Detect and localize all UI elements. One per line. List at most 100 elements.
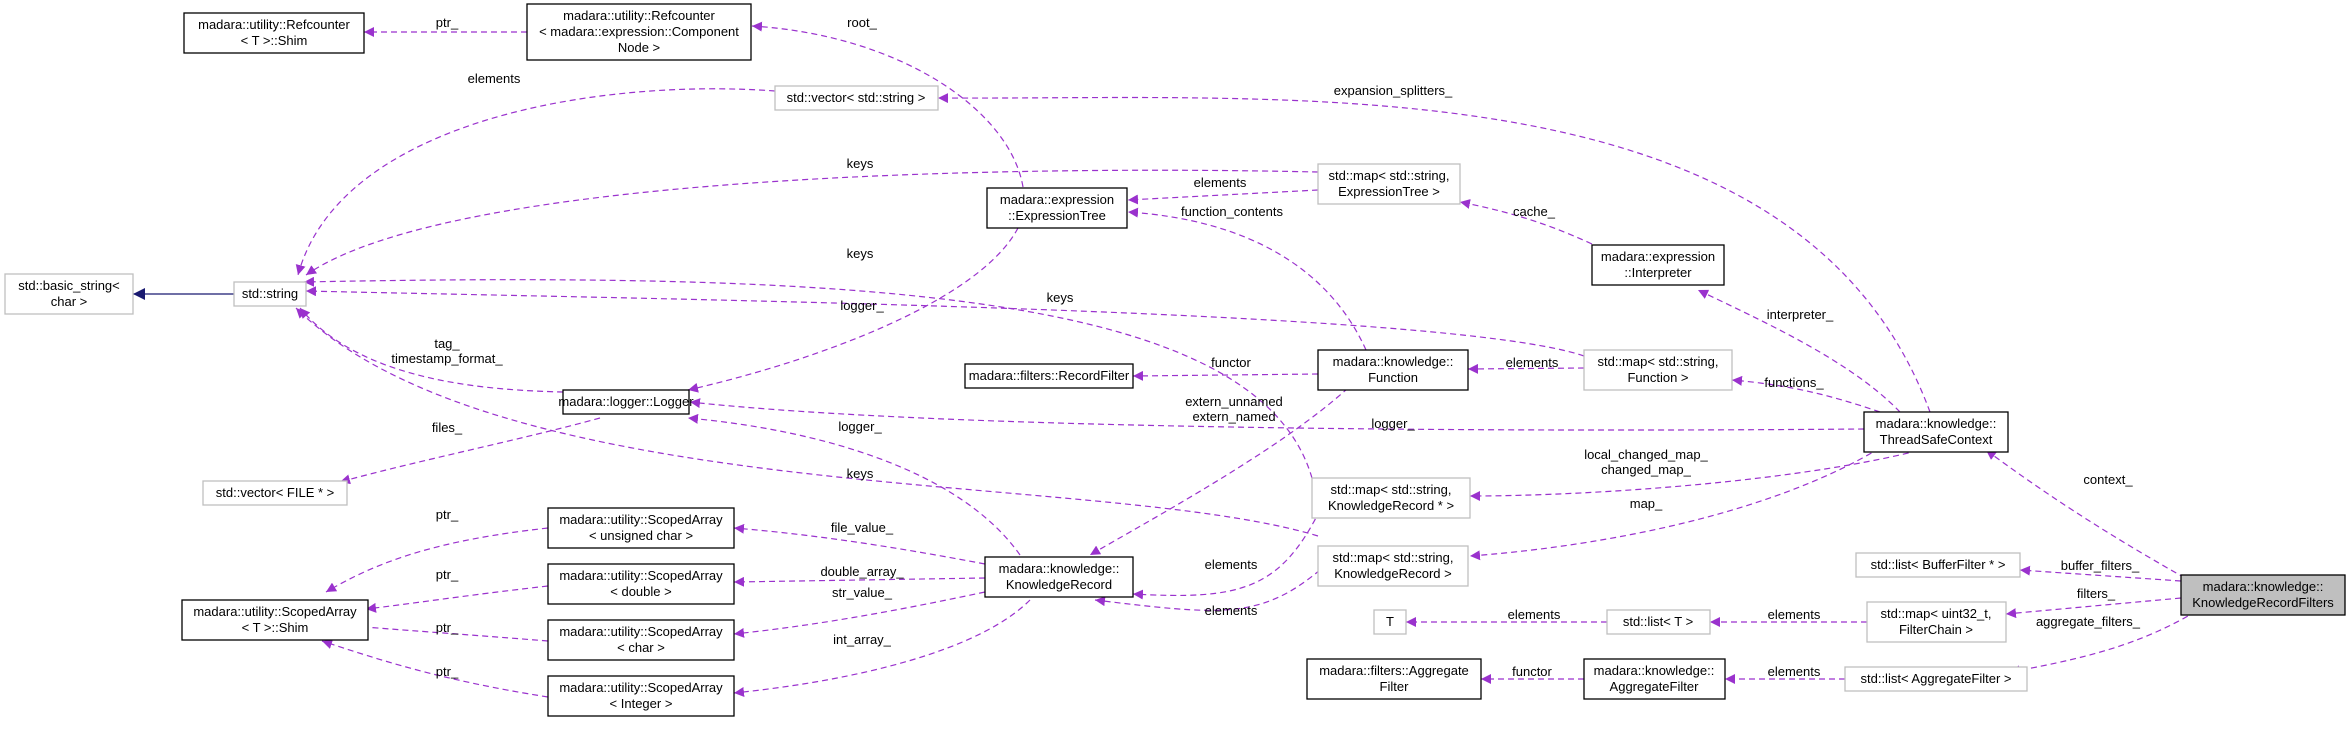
node-aggregate-filter-filters[interactable]: madara::filters::Aggregate Filter [1306,658,1482,700]
edge-elements-map-tree [1127,189,1319,205]
svg-text:std::map< std::string,: std::map< std::string, [1597,354,1718,369]
label-elements-vector: elements [468,71,521,86]
edge-logger-tree [687,227,1019,393]
svg-text:madara::utility::Refcounter: madara::utility::Refcounter [563,8,715,23]
label-extern-unnamed: extern_unnamed [1185,394,1283,409]
svg-text:::Interpreter: ::Interpreter [1624,265,1692,280]
node-vector-file[interactable]: std::vector< FILE * > [202,480,348,506]
node-record-filter[interactable]: madara::filters::RecordFilter [964,363,1134,389]
edge-double-array [733,576,986,587]
node-list-buffer-filter[interactable]: std::list< BufferFilter * > [1855,552,2021,578]
edge-interpreter [1697,289,1901,413]
edge-buffer-filters [2019,565,2182,582]
edge-str-value [733,591,986,638]
label-int-array: int_array_ [833,632,892,647]
node-map-filter-chain[interactable]: std::map< uint32_t, FilterChain > [1866,601,2007,643]
svg-text:char >: char > [51,294,88,309]
node-scoped-integer[interactable]: madara::utility::ScopedArray < Integer > [547,675,735,717]
node-aggregate-filter-knowledge[interactable]: madara::knowledge:: AggregateFilter [1583,658,1726,700]
label-elements-map-record: elements [1205,603,1258,618]
node-refcounter-component[interactable]: madara::utility::Refcounter < madara::ex… [526,3,752,61]
svg-text:std::list< T >: std::list< T > [1623,614,1693,629]
node-map-record-ptr[interactable]: std::map< std::string, KnowledgeRecord *… [1311,477,1471,519]
edge-context [1985,449,2186,579]
edge-function-contents [1127,207,1367,351]
node-vector-string[interactable]: std::vector< std::string > [774,85,939,111]
edge-keys-map-tree [305,169,1319,276]
label-ptr-integer: ptr_ [436,664,459,679]
node-map-record[interactable]: std::map< std::string, KnowledgeRecord > [1317,545,1469,587]
node-thread-safe-context[interactable]: madara::knowledge:: ThreadSafeContext [1863,411,2009,453]
node-list-aggregate-filter[interactable]: std::list< AggregateFilter > [1844,666,2028,692]
edges [133,21,2206,698]
label-keys-map-tree: keys [847,156,874,171]
node-scoped-char[interactable]: madara::utility::ScopedArray < char > [547,619,735,661]
svg-text:madara::utility::ScopedArray: madara::utility::ScopedArray [559,568,723,583]
svg-text:madara::utility::ScopedArray: madara::utility::ScopedArray [559,680,723,695]
label-changed-map: changed_map_ [1601,462,1691,477]
edge-labels: ptr_ root_ elements expansion_splitters_… [391,15,2140,679]
svg-text:KnowledgeRecord: KnowledgeRecord [1006,577,1112,592]
label-ptr-refcounter: ptr_ [436,15,459,30]
edge-int-array [733,599,1031,697]
label-function-contents: function_contents [1181,204,1283,219]
node-scoped-shim[interactable]: madara::utility::ScopedArray < T >::Shim [181,599,369,641]
svg-text:KnowledgeRecord * >: KnowledgeRecord * > [1328,498,1454,513]
svg-text:ThreadSafeContext: ThreadSafeContext [1880,432,1993,447]
node-knowledge-record-filters[interactable]: madara::knowledge:: KnowledgeRecordFilte… [2180,574,2346,616]
svg-text:< madara::expression::Componen: < madara::expression::Component [539,24,739,39]
label-double-array: double_array_ [820,564,904,579]
node-t-param[interactable]: T [1373,609,1407,635]
label-ptr-unsigned: ptr_ [436,507,459,522]
svg-text:< T >::Shim: < T >::Shim [241,33,308,48]
svg-text:T: T [1386,614,1394,629]
label-keys-record-ptr: keys [847,246,874,261]
node-map-expression-tree[interactable]: std::map< std::string, ExpressionTree > [1317,163,1461,205]
edge-keys-map-record [295,307,1319,537]
edge-files [339,417,601,485]
edge-elements-map-record [1094,569,1321,611]
edge-map [1469,447,1881,561]
label-root: root_ [847,15,877,30]
svg-text:KnowledgeRecordFilters: KnowledgeRecordFilters [2192,595,2334,610]
svg-text:std::map< uint32_t,: std::map< uint32_t, [1881,606,1992,621]
edge-aggregate-filters [2009,605,2206,676]
svg-text:::ExpressionTree: ::ExpressionTree [1008,208,1106,223]
label-keys-map-function: keys [1047,290,1074,305]
node-std-string[interactable]: std::string [233,281,307,307]
node-map-function[interactable]: std::map< std::string, Function > [1583,349,1733,391]
svg-text:std::map< std::string,: std::map< std::string, [1332,550,1453,565]
svg-text:madara::logger::Logger: madara::logger::Logger [558,394,694,409]
node-expression-tree[interactable]: madara::expression ::ExpressionTree [986,187,1128,229]
svg-text:madara::expression: madara::expression [1000,192,1114,207]
svg-text:AggregateFilter: AggregateFilter [1610,679,1700,694]
node-list-t[interactable]: std::list< T > [1606,609,1711,635]
label-elements-list-aggregate: elements [1768,664,1821,679]
label-elements-filter-chain: elements [1768,607,1821,622]
svg-text:< unsigned char >: < unsigned char > [589,528,693,543]
node-logger[interactable]: madara::logger::Logger [558,389,694,415]
label-filters: filters_ [2077,586,2116,601]
edge-keys-record-ptr [303,276,1313,479]
edge-elements-record-ptr [1132,509,1321,600]
edge-tag-timestamp [299,307,564,393]
node-refcounter-shim[interactable]: madara::utility::Refcounter < T >::Shim [183,12,365,54]
label-expansion-splitters: expansion_splitters_ [1334,83,1453,98]
node-scoped-unsigned-char[interactable]: madara::utility::ScopedArray < unsigned … [547,507,735,549]
label-files: files_ [432,420,463,435]
svg-text:std::vector< FILE * >: std::vector< FILE * > [216,485,335,500]
label-functor-record: functor [1211,355,1251,370]
svg-text:std::list< AggregateFilter >: std::list< AggregateFilter > [1860,671,2011,686]
edge-logger-context [689,398,1865,431]
svg-text:madara::filters::RecordFilter: madara::filters::RecordFilter [969,368,1130,383]
node-scoped-double[interactable]: madara::utility::ScopedArray < double > [547,563,735,605]
node-interpreter[interactable]: madara::expression ::Interpreter [1591,244,1725,286]
label-timestamp-format: timestamp_format_ [391,351,503,366]
edge-root [751,21,1024,188]
node-basic-string[interactable]: std::basic_string< char > [4,273,134,315]
node-knowledge-record[interactable]: madara::knowledge:: KnowledgeRecord [984,556,1134,598]
svg-text:ExpressionTree >: ExpressionTree > [1338,184,1440,199]
svg-text:madara::expression: madara::expression [1601,249,1715,264]
node-function[interactable]: madara::knowledge:: Function [1317,349,1469,391]
svg-text:FilterChain >: FilterChain > [1899,622,1973,637]
